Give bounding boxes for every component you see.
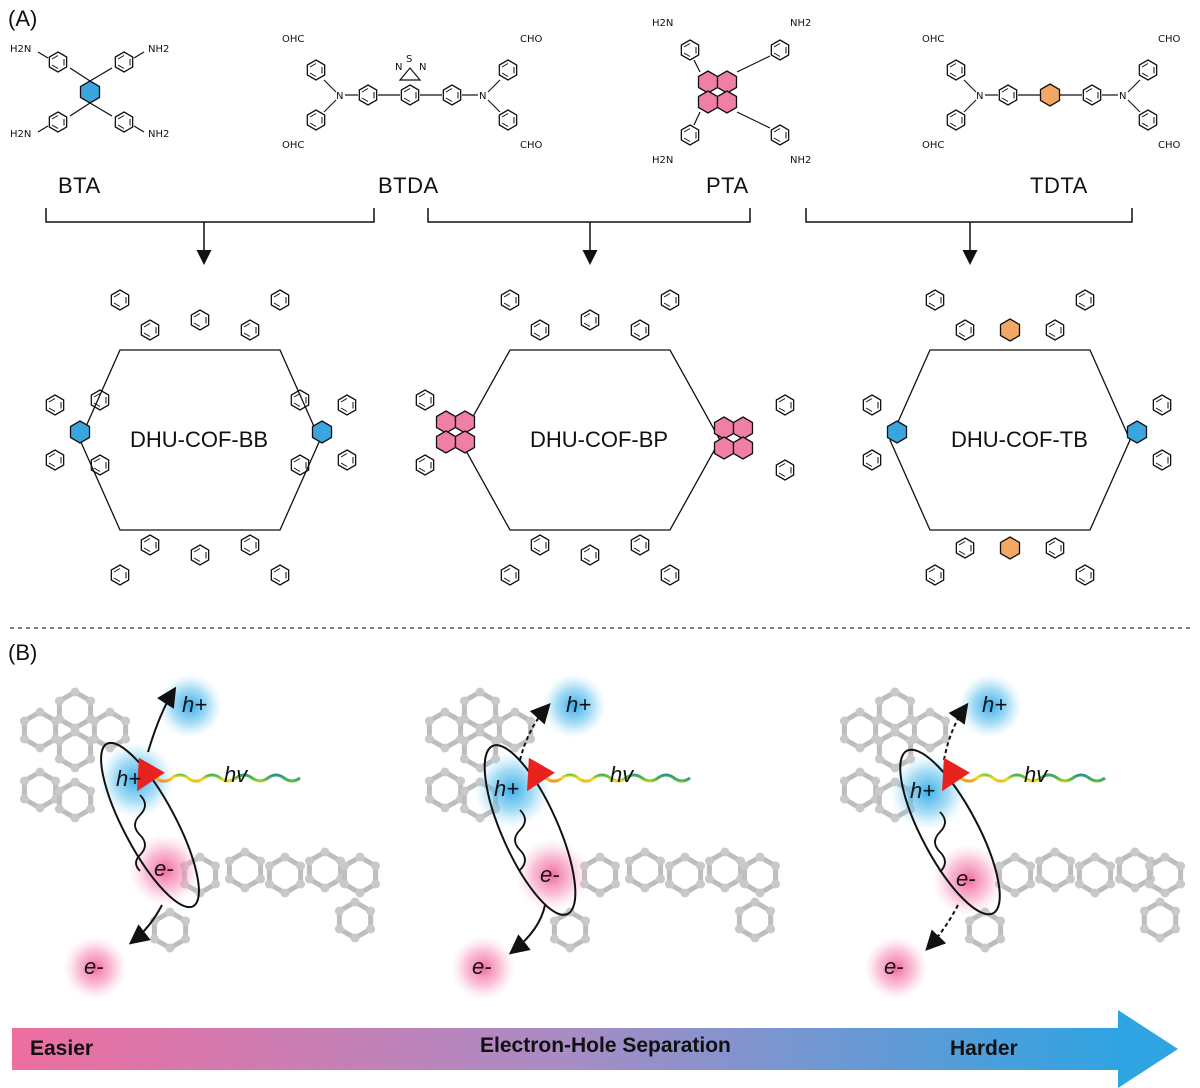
bta-nh2-2: NH2 xyxy=(148,129,169,140)
hole-label-2a: h+ xyxy=(566,692,592,717)
photon-label-2: hv xyxy=(610,762,634,787)
photon-label-3: hv xyxy=(1024,762,1048,787)
gradient-label-center: Electron-Hole Separation xyxy=(480,1034,731,1057)
monomer-label-tdta: TDTA xyxy=(1030,173,1088,198)
gradient-label-harder: Harder xyxy=(950,1037,1018,1060)
electron-label-2b: e- xyxy=(472,954,492,979)
monomer-label-btda: BTDA xyxy=(378,173,439,198)
btda-n2: N xyxy=(419,62,426,73)
electron-label-1b: e- xyxy=(84,954,104,979)
tdta-structure: N N OHC OHC CHO CHO xyxy=(922,34,1181,151)
btda-structure: N S N N N OHC OHC CHO CHO xyxy=(282,34,543,151)
monomer-label-bta: BTA xyxy=(58,173,101,198)
electron-label-3a: e- xyxy=(956,866,976,891)
cof-bp-framework xyxy=(415,289,795,586)
btda-n-right: N xyxy=(479,91,486,102)
bta-nh2-1: NH2 xyxy=(148,44,169,55)
hole-label-3a: h+ xyxy=(982,692,1008,717)
panel-label-b: (B) xyxy=(8,640,38,665)
pta-h2n-1: H2N xyxy=(652,18,673,29)
cof-label-bp: DHU-COF-BP xyxy=(530,427,669,452)
cof-label-tb: DHU-COF-TB xyxy=(951,427,1088,452)
bta-h2n-1: H2N xyxy=(10,44,31,55)
pta-structure: H2N NH2 H2N NH2 xyxy=(652,18,811,166)
btda-ohc-1: OHC xyxy=(282,34,304,45)
hole-label-2b: h+ xyxy=(494,776,520,801)
btda-ohc-2: OHC xyxy=(282,140,304,151)
btda-cho-1: CHO xyxy=(520,34,543,45)
scene-1 xyxy=(20,674,380,1000)
tdta-n-left: N xyxy=(976,91,983,102)
tdta-n-right: N xyxy=(1119,91,1126,102)
btda-cho-2: CHO xyxy=(520,140,543,151)
hole-label-1b: h+ xyxy=(116,766,142,791)
electron-label-2a: e- xyxy=(540,862,560,887)
btda-n-left: N xyxy=(336,91,343,102)
bta-structure: H2N NH2 H2N NH2 xyxy=(10,44,169,140)
tdta-cho-2: CHO xyxy=(1158,140,1181,151)
pta-h2n-2: H2N xyxy=(652,155,673,166)
cof-label-bb: DHU-COF-BB xyxy=(130,427,269,452)
photon-label-1: hv xyxy=(224,762,248,787)
scene-2 xyxy=(425,674,780,1000)
cof-tb-framework xyxy=(862,289,1172,586)
tdta-ohc-1: OHC xyxy=(922,34,944,45)
reaction-brackets xyxy=(45,208,1133,265)
separation-arrow xyxy=(12,1010,1178,1088)
electron-label-1a: e- xyxy=(154,856,174,881)
btda-n1: N xyxy=(395,62,402,73)
panel-label-a: (A) xyxy=(8,6,38,31)
electron-label-3b: e- xyxy=(884,954,904,979)
pta-nh2-1: NH2 xyxy=(790,18,811,29)
pta-nh2-2: NH2 xyxy=(790,155,811,166)
tdta-cho-1: CHO xyxy=(1158,34,1181,45)
cof-bb-framework xyxy=(45,289,357,586)
bta-h2n-2: H2N xyxy=(10,129,31,140)
hole-label-3b: h+ xyxy=(910,778,936,803)
btda-s: S xyxy=(406,54,412,65)
hole-label-1a: h+ xyxy=(182,692,208,717)
gradient-label-easier: Easier xyxy=(30,1037,94,1060)
scene-3 xyxy=(840,674,1185,1000)
tdta-ohc-2: OHC xyxy=(922,140,944,151)
monomer-label-pta: PTA xyxy=(706,173,749,198)
